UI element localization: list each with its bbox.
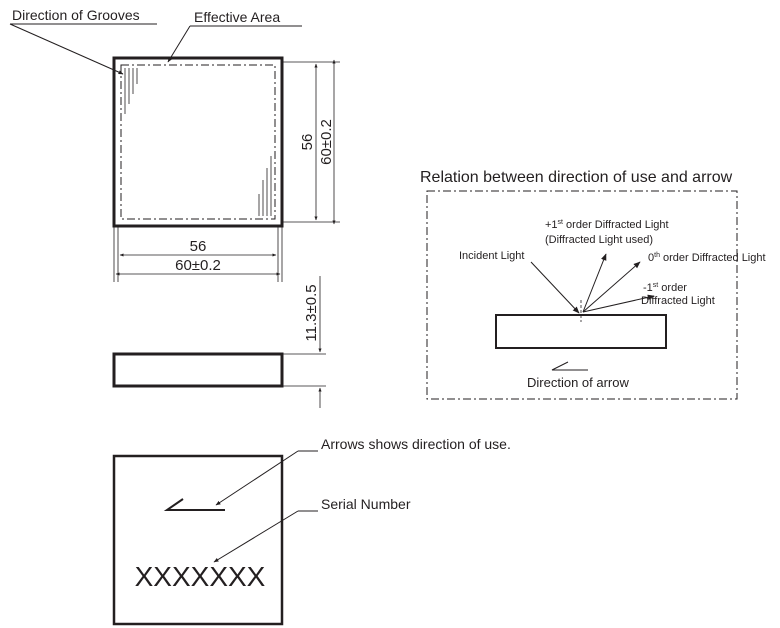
- grating-block: [495, 314, 667, 349]
- groove-marks-top-left: [124, 68, 138, 114]
- height-dimensions: [282, 59, 340, 225]
- direction-arrow-mark: [551, 361, 588, 371]
- serial-number-placeholder: XXXXXXX: [135, 561, 266, 592]
- minus1-order-sublabel: Diffracted Light: [641, 295, 715, 307]
- effective-area-boundary: [120, 64, 276, 220]
- arrows-direction-label: Arrows shows direction of use.: [321, 436, 511, 452]
- relation-frame: [426, 190, 738, 400]
- grating-outline: [112, 56, 284, 228]
- arrows-direction-leader: Arrows shows direction of use.: [215, 436, 511, 506]
- minus1-order-ray: [582, 294, 655, 313]
- use-direction-arrow-mark: [163, 498, 225, 511]
- relation-title: Relation between direction of use and ar…: [420, 169, 733, 186]
- plus1-order-sublabel: (Diffracted Light used): [545, 234, 653, 246]
- side-view: 11.3±0.5: [112, 276, 326, 408]
- incident-light-ray: [530, 261, 580, 314]
- effective-height-label: 56: [299, 134, 316, 151]
- thickness-label: 11.3±0.5: [303, 284, 320, 341]
- back-view: XXXXXXX Arrows shows direction of use. S…: [112, 436, 511, 626]
- thickness-dimension: [282, 276, 326, 408]
- effective-area-label: Effective Area: [194, 9, 280, 25]
- serial-number-label: Serial Number: [321, 496, 411, 512]
- overall-width-label: 60±0.2: [175, 257, 221, 274]
- width-dimensions: [113, 226, 283, 282]
- relation-diagram: Relation between direction of use and ar…: [420, 169, 766, 400]
- serial-number-leader: Serial Number: [213, 496, 411, 563]
- grating-side-outline: [112, 352, 284, 388]
- top-view: Direction of Grooves Effective Area 56 6…: [9, 7, 340, 282]
- minus1-order-label: -1st order: [643, 282, 687, 294]
- effective-width-label: 56: [190, 238, 207, 255]
- overall-height-label: 60±0.2: [318, 119, 335, 165]
- groove-marks-bottom-right: [258, 156, 272, 216]
- effective-area-leader: Effective Area: [167, 9, 302, 63]
- plus1-order-ray: [582, 253, 607, 313]
- direction-of-grooves-leader: Direction of Grooves: [9, 7, 157, 75]
- incident-light-label: Incident Light: [459, 250, 524, 262]
- plus1-order-label: +1st order Diffracted Light: [545, 219, 669, 231]
- direction-of-grooves-label: Direction of Grooves: [12, 7, 140, 23]
- zero-order-ray: [582, 261, 641, 313]
- direction-of-arrow-label: Direction of arrow: [527, 375, 629, 390]
- grating-back-outline: [112, 454, 284, 626]
- zero-order-label: 0th order Diffracted Light: [648, 252, 766, 264]
